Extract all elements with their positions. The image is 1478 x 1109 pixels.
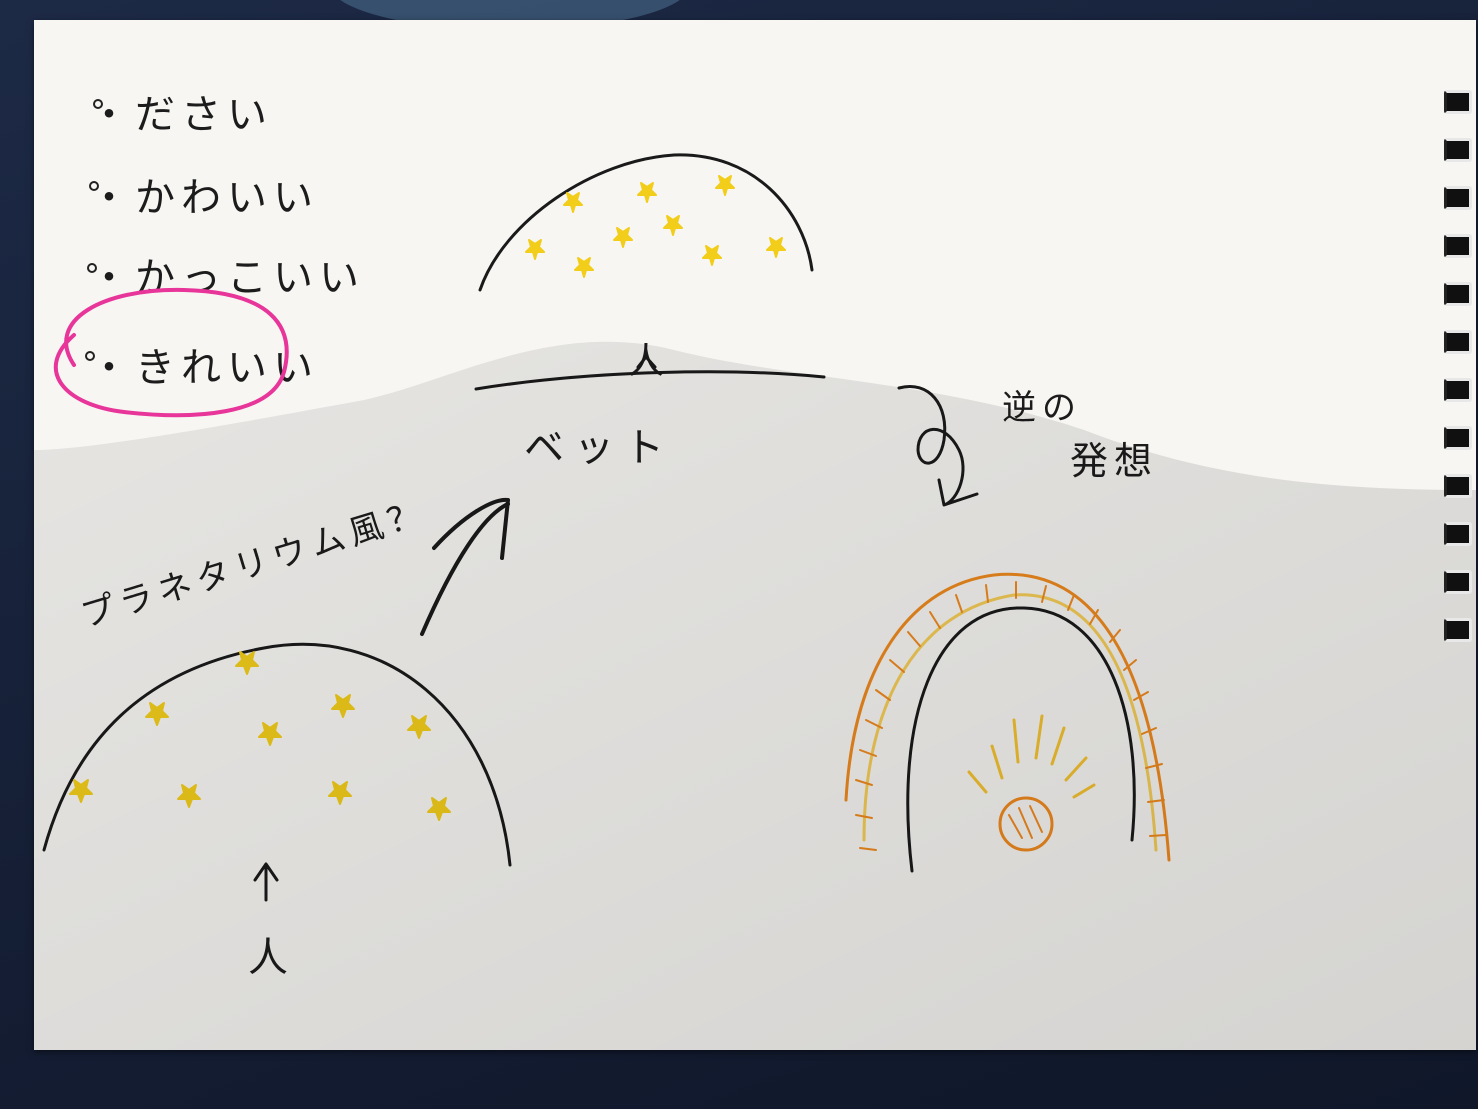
spiral-ring xyxy=(1444,618,1472,642)
sketchbook-page: ・ださい ・かわいい ・かっこいい ・きれいい ベット 人 逆の 発想 プラネタ… xyxy=(34,20,1476,1050)
spiral-ring xyxy=(1444,570,1472,594)
bullet-2 xyxy=(89,181,99,191)
transition-arrow xyxy=(420,502,510,636)
spiral-ring xyxy=(1444,378,1472,402)
spiral-ring xyxy=(1444,234,1472,258)
light-rays xyxy=(967,714,1096,799)
sketch-drawings xyxy=(42,99,1171,902)
reverse-arch-outline xyxy=(906,606,1136,873)
top-dome-outline xyxy=(478,153,814,292)
spiral-ring xyxy=(1444,426,1472,450)
spiral-ring xyxy=(1444,522,1472,546)
bullet-1 xyxy=(93,99,103,109)
planetarium-stars xyxy=(69,651,451,821)
light-source-shading xyxy=(1008,805,1043,839)
reverse-arrow xyxy=(897,385,979,507)
top-dome-stars xyxy=(525,175,786,278)
list-item-kawaii: ・かわいい xyxy=(89,175,319,221)
person-tick xyxy=(636,355,657,369)
reverse-arch-fringe-outer xyxy=(844,572,1171,862)
person-arrow xyxy=(253,862,279,902)
bullet-4 xyxy=(85,351,95,361)
spiral-ring xyxy=(1444,90,1472,114)
spiral-ring xyxy=(1444,282,1472,306)
list-item-dasai: ・ださい xyxy=(89,92,273,138)
fringe-ticks xyxy=(855,581,1167,851)
planetarium-dome xyxy=(42,642,512,867)
spiral-ring xyxy=(1444,474,1472,498)
spiral-ring xyxy=(1444,330,1472,354)
bullet-3 xyxy=(87,263,97,273)
spiral-binding xyxy=(1444,90,1476,660)
bed-line xyxy=(474,370,826,391)
spiral-ring xyxy=(1444,138,1472,162)
spiral-ring xyxy=(1444,186,1472,210)
